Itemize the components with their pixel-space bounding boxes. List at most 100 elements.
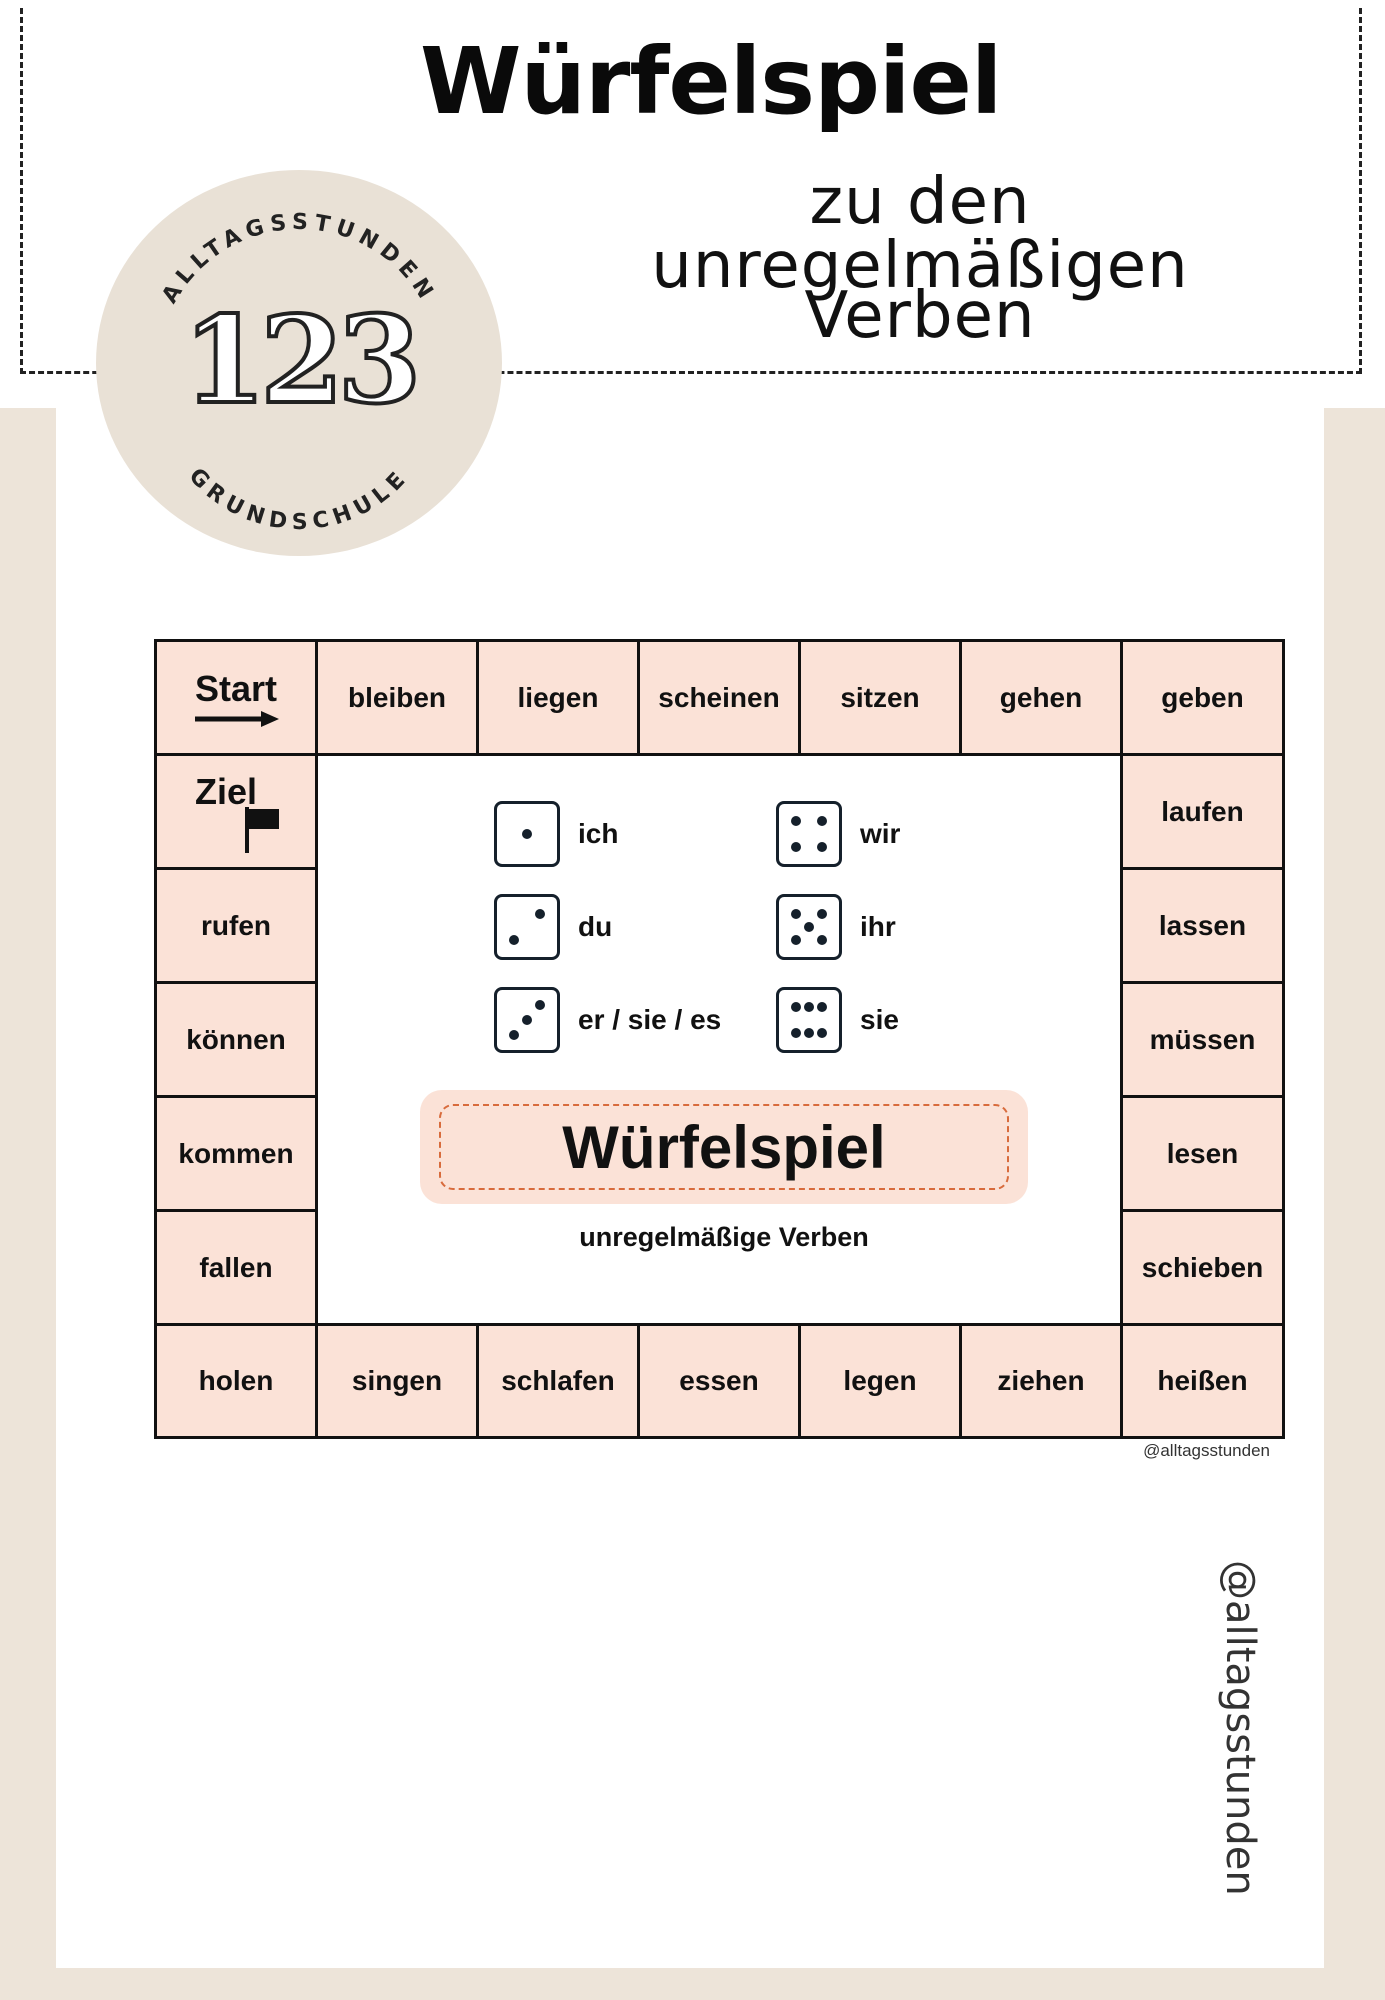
legend-item: sie	[776, 987, 899, 1053]
cell-word: holen	[198, 1365, 274, 1396]
banner-subtitle: unregelmäßige Verben	[579, 1222, 869, 1252]
die-pip	[817, 1028, 828, 1039]
cell-word: schieben	[1141, 1251, 1264, 1283]
board-cell: müssen	[1120, 981, 1285, 1098]
cell-word: rufen	[201, 909, 271, 941]
die-pip	[790, 908, 801, 919]
board-cell-start: Start	[154, 639, 318, 756]
logo-bottom-text: GRUNDSCHULE	[184, 464, 415, 536]
board-cell: rufen	[154, 867, 318, 984]
board-cell: legen	[798, 1323, 962, 1439]
legend-label: ich	[578, 818, 619, 849]
logo-graphic: ALLTAGSSTUNDEN GRUNDSCHULE 123	[157, 210, 434, 536]
page-subtitle-line2: Verben	[804, 279, 1036, 353]
die-pip	[790, 1001, 801, 1012]
board-cell: lesen	[1120, 1095, 1285, 1212]
ziel-label: Ziel	[194, 770, 257, 812]
cell-word: müssen	[1149, 1023, 1256, 1055]
board-cell-ziel: Ziel	[154, 753, 318, 870]
board-center	[315, 753, 1123, 1326]
board-cell: geben	[1120, 639, 1285, 756]
legend-item: er / sie / es	[494, 987, 721, 1053]
cell-word: liegen	[517, 681, 599, 713]
die-pip	[790, 1028, 801, 1039]
page-subtitle-line1: zu den unregelmäßigen	[651, 165, 1189, 303]
legend-item: ich	[494, 801, 618, 867]
die-two-icon	[494, 894, 560, 960]
page-title: Würfelspiel	[420, 28, 1002, 135]
die-pip	[508, 1030, 519, 1040]
die-pip	[522, 829, 532, 839]
die-pip	[804, 1001, 814, 1012]
cell-word: bleiben	[347, 681, 446, 713]
header: Würfelspiel zu den unregelmäßigen Verben	[0, 0, 1385, 408]
die-pip	[508, 935, 519, 946]
cell-word: kommen	[178, 1137, 294, 1169]
cell-word: lesen	[1166, 1137, 1239, 1169]
legend-label: er / sie / es	[578, 1004, 722, 1035]
cell-word: geben	[1161, 681, 1244, 713]
legend-label: sie	[860, 1004, 899, 1035]
board-cell: scheinen	[637, 639, 801, 756]
die-pip	[790, 842, 801, 853]
brand-logo: ALLTAGSSTUNDEN GRUNDSCHULE 123	[96, 170, 502, 556]
cell-word: fallen	[199, 1251, 273, 1283]
die-pip	[817, 815, 828, 826]
legend-label: wir	[860, 818, 901, 849]
banner-title: Würfelspiel	[439, 1104, 1009, 1190]
cell-word: singen	[351, 1365, 443, 1396]
logo-number: 123	[183, 290, 416, 431]
legend-label: du	[578, 911, 613, 942]
die-four-icon	[776, 801, 842, 867]
cell-word: können	[186, 1023, 286, 1055]
board-cell: bleiben	[315, 639, 479, 756]
die-one-icon	[494, 801, 560, 867]
cell-word: essen	[679, 1365, 759, 1396]
cell-word: ziehen	[997, 1365, 1085, 1396]
board-cell: können	[154, 981, 318, 1098]
cell-word: legen	[843, 1365, 917, 1396]
cell-word: schlafen	[501, 1365, 615, 1396]
die-pip	[535, 1000, 546, 1010]
board-cell: fallen	[154, 1209, 318, 1326]
flag-icon	[245, 806, 279, 853]
legend-item: ihr	[776, 894, 896, 960]
board-cell: gehen	[959, 639, 1123, 756]
die-pip	[817, 935, 828, 946]
legend-item: wir	[776, 801, 900, 867]
board-cell: schlafen	[476, 1323, 640, 1439]
board-cell: essen	[637, 1323, 801, 1439]
board-cell: schieben	[1120, 1209, 1285, 1326]
board-cell: holen	[154, 1323, 318, 1439]
board-cell: laufen	[1120, 753, 1285, 870]
die-six-icon	[776, 987, 842, 1053]
start-label: Start	[194, 667, 278, 709]
die-three-icon	[494, 987, 560, 1053]
cell-word: lassen	[1158, 909, 1247, 941]
cell-word: gehen	[999, 681, 1083, 713]
board-cell: sitzen	[798, 639, 962, 756]
game-board: Start bleiben liegen scheinen sitzen geh…	[154, 639, 1285, 1439]
die-pip	[535, 908, 546, 919]
board-cell: lassen	[1120, 867, 1285, 984]
die-five-icon	[776, 894, 842, 960]
cell-word: sitzen	[840, 681, 920, 713]
cell-word: heißen	[1157, 1365, 1248, 1396]
die-pip	[817, 842, 828, 853]
die-pip	[804, 922, 814, 932]
center-banner: Würfelspiel	[420, 1090, 1028, 1204]
die-pip	[790, 815, 801, 826]
die-pip	[817, 1001, 828, 1012]
board-cell: singen	[315, 1323, 479, 1439]
cell-word: scheinen	[658, 681, 780, 713]
credit-handle: @alltagsstunden	[1143, 1441, 1270, 1460]
die-pip	[522, 1015, 532, 1025]
board-cell: liegen	[476, 639, 640, 756]
arrow-right-icon	[195, 710, 279, 727]
header-dashed-box	[20, 8, 1362, 374]
board-cell: kommen	[154, 1095, 318, 1212]
legend-label: ihr	[860, 911, 896, 942]
die-pip	[817, 908, 828, 919]
cell-word: laufen	[1161, 795, 1244, 827]
board-cell: heißen	[1120, 1323, 1285, 1439]
